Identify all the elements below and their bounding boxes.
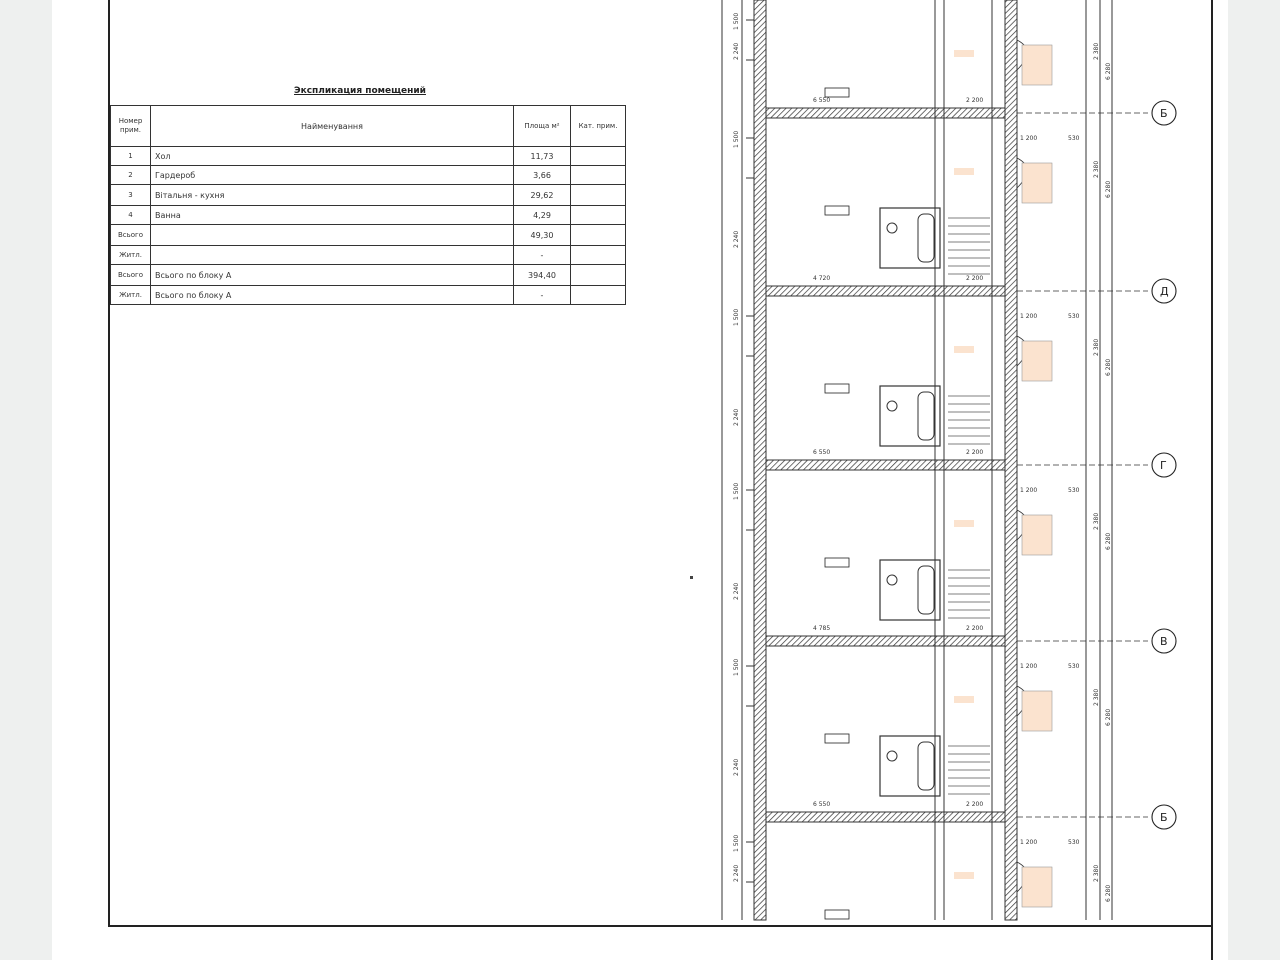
cell-area: - <box>513 285 571 305</box>
cell-area: - <box>513 245 571 265</box>
cell-num: 2 <box>110 165 151 185</box>
cell-name: Ванна <box>150 205 514 225</box>
cell-name <box>150 224 514 246</box>
cell-area: 29,62 <box>513 184 571 206</box>
cell-num: 4 <box>110 205 151 225</box>
cell-cls <box>570 264 626 286</box>
cell-cls <box>570 224 626 246</box>
cell-name: Хол <box>150 146 514 166</box>
header-number: Номер прим. <box>110 105 151 147</box>
explication-row: Житл.Всього по блоку А- <box>110 285 626 305</box>
cell-name <box>150 245 514 265</box>
cell-cls <box>570 146 626 166</box>
cell-area: 3,66 <box>513 165 571 185</box>
header-area: Площа м² <box>513 105 571 147</box>
cell-num: Житл. <box>110 245 151 265</box>
cell-num: 3 <box>110 184 151 206</box>
cell-name: Гардероб <box>150 165 514 185</box>
cell-cls <box>570 184 626 206</box>
explication-row: Житл. - <box>110 245 626 265</box>
header-name: Найменування <box>150 105 514 147</box>
explication-table: Номер прим. Найменування Площа м² Кат. п… <box>110 105 626 305</box>
header-class: Кат. прим. <box>570 105 626 147</box>
explication-row: Всього 49,30 <box>110 224 626 246</box>
stray-mark <box>690 576 693 579</box>
cell-area: 4,29 <box>513 205 571 225</box>
frame-line-bottom <box>108 925 1212 927</box>
explication-title: Экспликация помещений <box>294 86 426 96</box>
explication-header-row: Номер прим. Найменування Площа м² Кат. п… <box>110 105 626 147</box>
frame-line-right <box>1211 0 1213 960</box>
frame-line-left <box>108 0 110 926</box>
cell-num: 1 <box>110 146 151 166</box>
cell-cls <box>570 245 626 265</box>
cell-cls <box>570 205 626 225</box>
cell-area: 49,30 <box>513 224 571 246</box>
cell-cls <box>570 165 626 185</box>
cell-name: Всього по блоку А <box>150 264 514 286</box>
cell-name: Вітальня - кухня <box>150 184 514 206</box>
cell-cls <box>570 285 626 305</box>
cell-area: 11,73 <box>513 146 571 166</box>
cell-name: Всього по блоку А <box>150 285 514 305</box>
cell-area: 394,40 <box>513 264 571 286</box>
cell-num: Житл. <box>110 285 151 305</box>
cell-num: Всього <box>110 264 151 286</box>
cell-num: Всього <box>110 224 151 246</box>
